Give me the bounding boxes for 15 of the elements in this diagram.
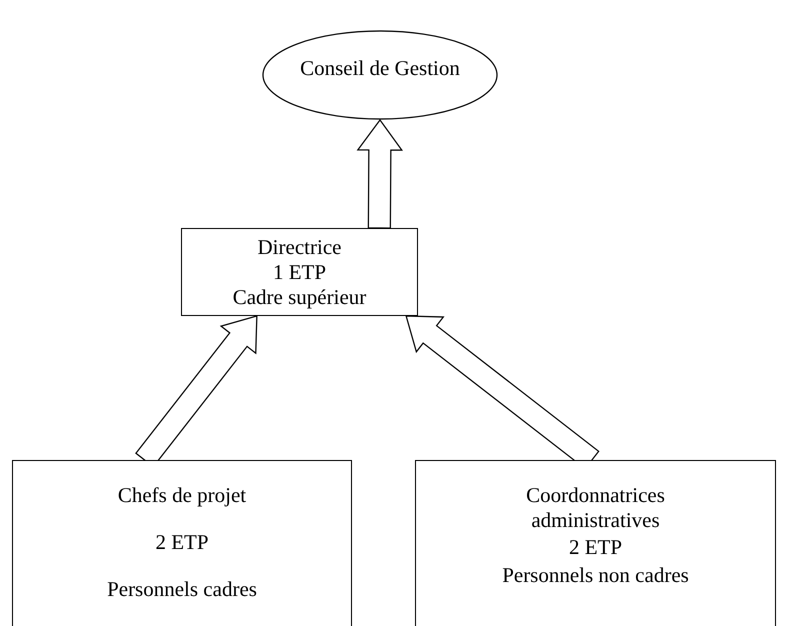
node-title: Coordonnatrices administratives xyxy=(525,483,666,534)
block-arrow xyxy=(356,118,403,229)
process-box xyxy=(415,460,776,626)
node-title: Chefs de projet xyxy=(118,483,246,508)
node-title: Directrice xyxy=(258,235,342,260)
node-text: 1 ETP xyxy=(272,260,326,286)
ellipse-node xyxy=(262,30,498,120)
node-text: 2 ETP xyxy=(155,530,209,556)
node-text: Personnels cadres xyxy=(107,577,257,603)
node-text: Cadre supérieur xyxy=(232,285,366,311)
node-text: Personnels non cadres xyxy=(502,562,689,588)
node-title: Conseil de Gestion xyxy=(300,56,460,82)
node-text: 2 ETP xyxy=(568,535,622,561)
process-box xyxy=(12,460,352,626)
process-box xyxy=(181,228,418,316)
